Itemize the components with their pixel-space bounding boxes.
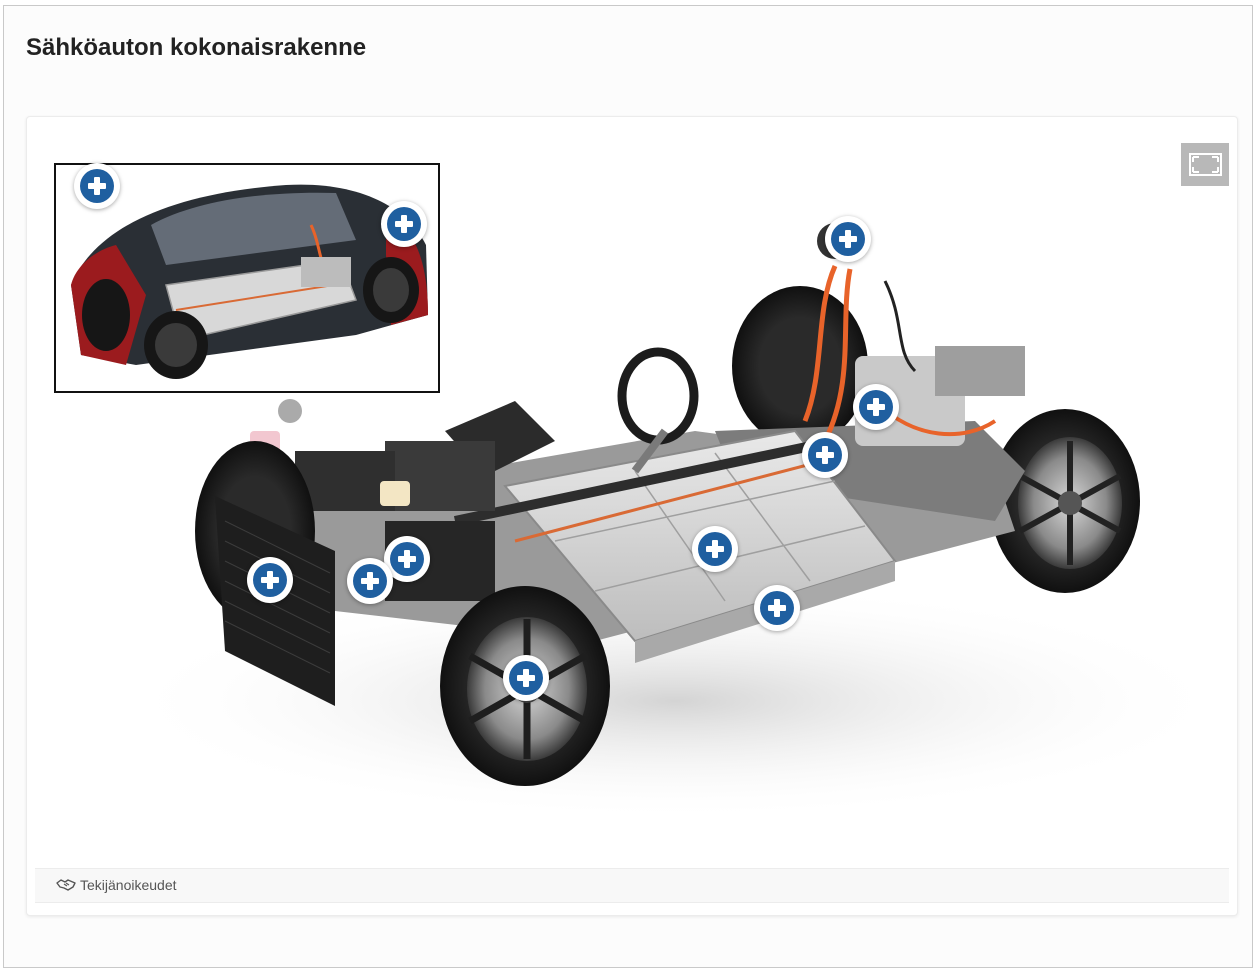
fullscreen-expand-icon: [1189, 153, 1222, 176]
hotspot-battery-housing[interactable]: [754, 585, 800, 631]
vehicle-cutaway-inset[interactable]: [54, 163, 440, 393]
hotspot-radiator[interactable]: [247, 557, 293, 603]
plus-circle-icon: [390, 542, 424, 576]
hotspot-charging-port[interactable]: [825, 216, 871, 262]
page-frame: Sähköauton kokonaisrakenne: [3, 5, 1253, 968]
plus-circle-icon: [831, 222, 865, 256]
plus-circle-icon: [760, 591, 794, 625]
image-footer: Tekijänoikeudet: [35, 868, 1229, 903]
image-stage: [35, 141, 1229, 868]
plus-circle-icon: [80, 169, 114, 203]
handshake-icon: [56, 879, 76, 891]
plus-circle-icon: [253, 563, 287, 597]
plus-circle-icon: [698, 532, 732, 566]
credits-button[interactable]: Tekijänoikeudet: [56, 877, 177, 893]
plus-circle-icon: [387, 207, 421, 241]
plus-circle-icon: [859, 390, 893, 424]
ev-platform-illustration: [115, 223, 1229, 821]
hotspot-inset-1[interactable]: [74, 163, 120, 209]
hotspot-high-voltage-cable[interactable]: [802, 432, 848, 478]
page-title: Sähköauton kokonaisrakenne: [26, 34, 367, 61]
credits-label: Tekijänoikeudet: [80, 877, 177, 893]
hotspot-inset-2[interactable]: [381, 201, 427, 247]
plus-circle-icon: [353, 564, 387, 598]
hotspot-wheel[interactable]: [503, 655, 549, 701]
hotspot-front-electronics[interactable]: [347, 558, 393, 604]
cutaway-car-illustration: [71, 184, 428, 379]
plus-circle-icon: [808, 438, 842, 472]
image-hotspot-card: Tekijänoikeudet: [26, 116, 1238, 916]
plus-circle-icon: [509, 661, 543, 695]
fullscreen-button[interactable]: [1181, 143, 1229, 186]
hotspot-battery-modules[interactable]: [692, 526, 738, 572]
hotspot-rear-motor[interactable]: [853, 384, 899, 430]
hotspot-front-suspension[interactable]: [384, 536, 430, 582]
